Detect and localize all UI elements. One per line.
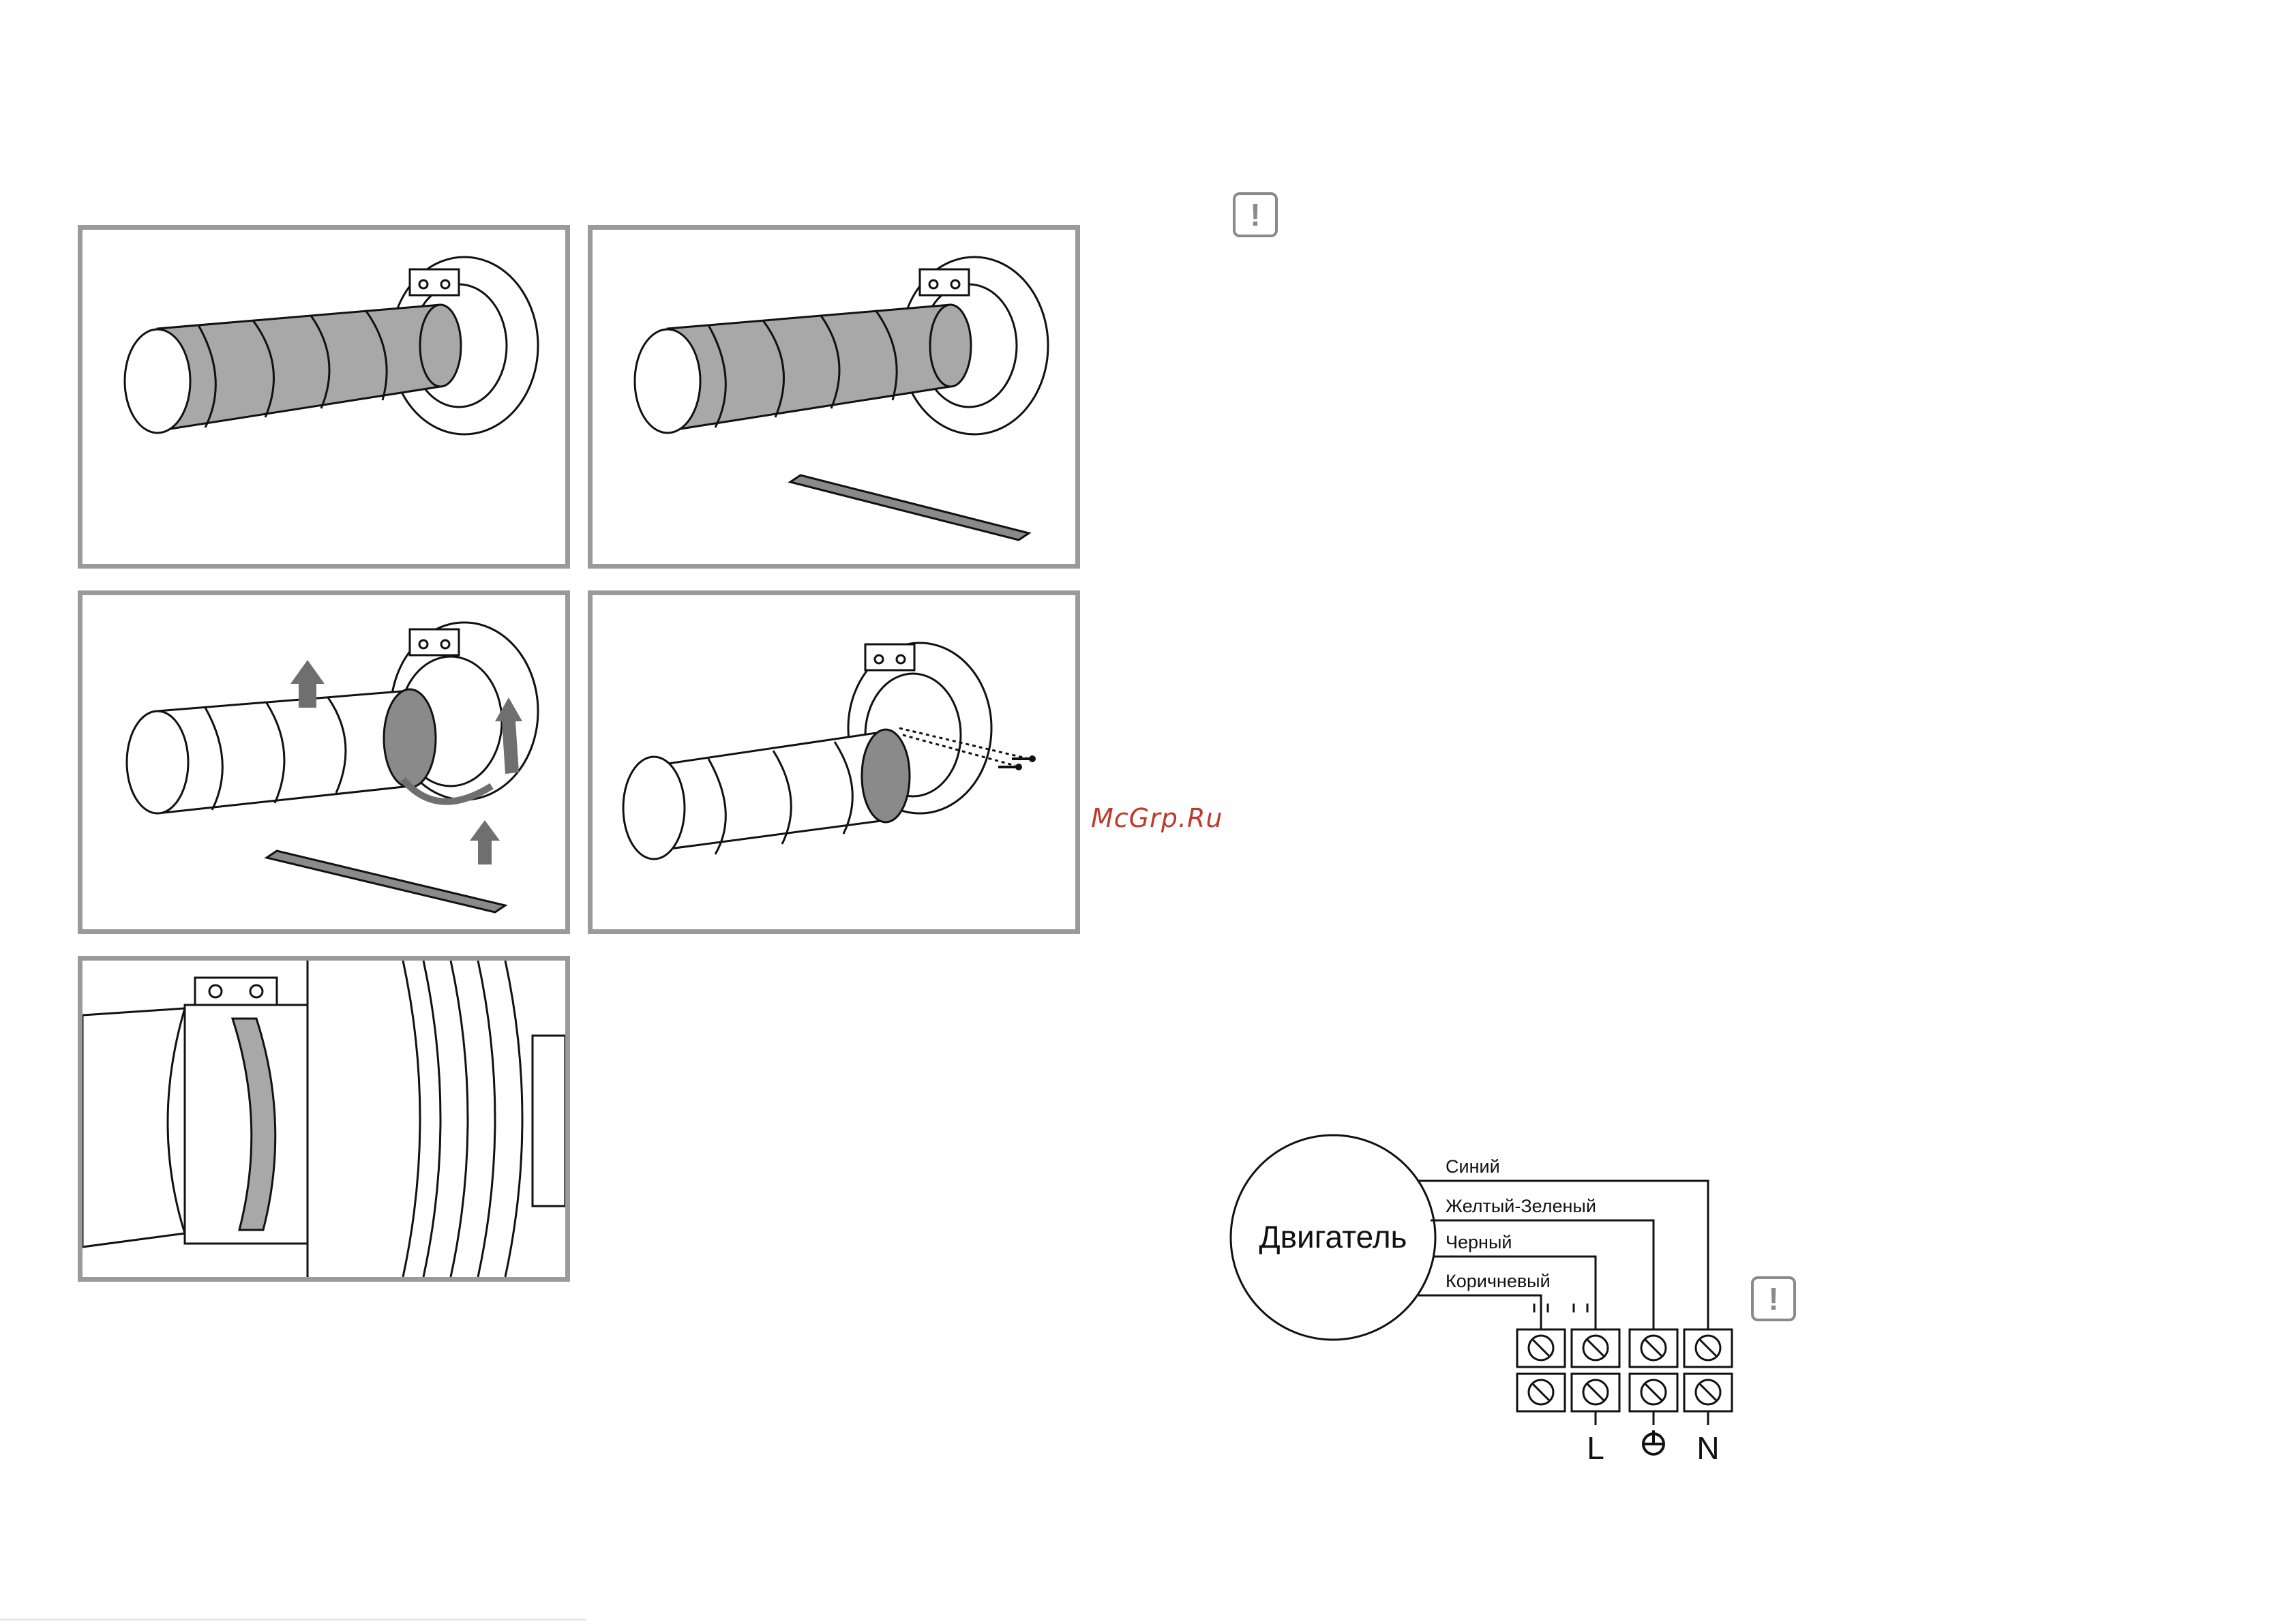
terminal-label-neutral: N xyxy=(1696,1430,1719,1466)
step-3-panel xyxy=(78,590,570,934)
wire-label-blue: Синий xyxy=(1446,1156,1500,1177)
page-bottom-rule xyxy=(0,1619,586,1621)
step-3-illustration xyxy=(83,595,565,929)
step-2-panel xyxy=(588,225,1080,569)
step-4-illustration xyxy=(593,595,1075,929)
earth-ground-icon xyxy=(1643,1430,1664,1454)
terminal-block xyxy=(1517,1329,1732,1411)
step-5-panel xyxy=(78,956,570,1282)
wiring-diagram: Двигатель Синий Желтый-Зеленый Черный Ко… xyxy=(1214,1125,1759,1479)
warning-icon: ! xyxy=(1233,192,1278,237)
motor-label: Двигатель xyxy=(1259,1219,1407,1254)
step-2-illustration xyxy=(593,230,1075,564)
wire-label-black: Черный xyxy=(1446,1232,1512,1252)
step-4-panel xyxy=(588,590,1080,934)
step-1-panel xyxy=(78,225,570,569)
step-1-illustration xyxy=(83,230,565,564)
warning-icon-wiring: ! xyxy=(1751,1276,1796,1321)
watermark: McGrp.Ru xyxy=(1091,803,1223,833)
wire-label-yellow-green: Желтый-Зеленый xyxy=(1446,1196,1596,1216)
wire-label-brown: Коричневый xyxy=(1446,1271,1551,1291)
step-5-illustration xyxy=(83,961,565,1277)
terminal-label-live: L xyxy=(1587,1430,1604,1466)
supply-leads xyxy=(1596,1411,1708,1425)
